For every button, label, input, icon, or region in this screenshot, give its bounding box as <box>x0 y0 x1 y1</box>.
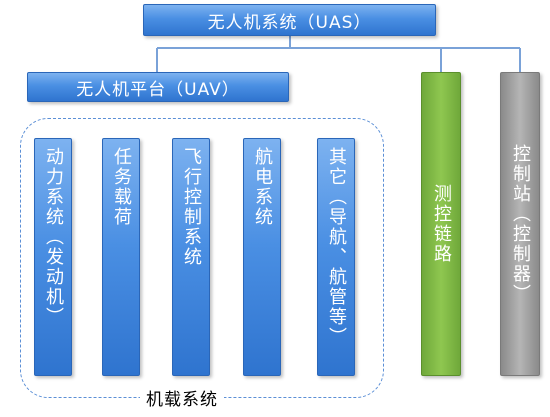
uav-label: 无人机平台（UAV） <box>76 79 240 100</box>
subsystem-power: 动力系统（发动机） <box>34 138 72 376</box>
root-box-uas: 无人机系统（UAS） <box>143 4 436 36</box>
uav-platform-box: 无人机平台（UAV） <box>27 72 289 102</box>
subsystem-flight-control-label: 飞行控制系统 <box>181 147 202 267</box>
subsystem-avionics: 航电系统 <box>243 138 281 376</box>
datalink-box: 测控链路 <box>421 72 461 376</box>
subsystem-payload: 任务载荷 <box>102 138 140 376</box>
subsystem-power-label: 动力系统（发动机） <box>43 147 64 327</box>
airborne-system-label: 机载系统 <box>140 385 224 410</box>
subsystem-other-label: 其它（导航、航管等） <box>326 147 347 347</box>
datalink-label: 测控链路 <box>431 184 452 264</box>
root-label: 无人机系统（UAS） <box>207 12 372 33</box>
control-station-label: 控制站（控制器） <box>510 144 531 304</box>
subsystem-avionics-label: 航电系统 <box>252 147 273 227</box>
subsystem-other: 其它（导航、航管等） <box>317 138 355 376</box>
subsystem-payload-label: 任务载荷 <box>111 147 132 227</box>
control-station-box: 控制站（控制器） <box>500 72 540 376</box>
subsystem-flight-control: 飞行控制系统 <box>172 138 210 376</box>
